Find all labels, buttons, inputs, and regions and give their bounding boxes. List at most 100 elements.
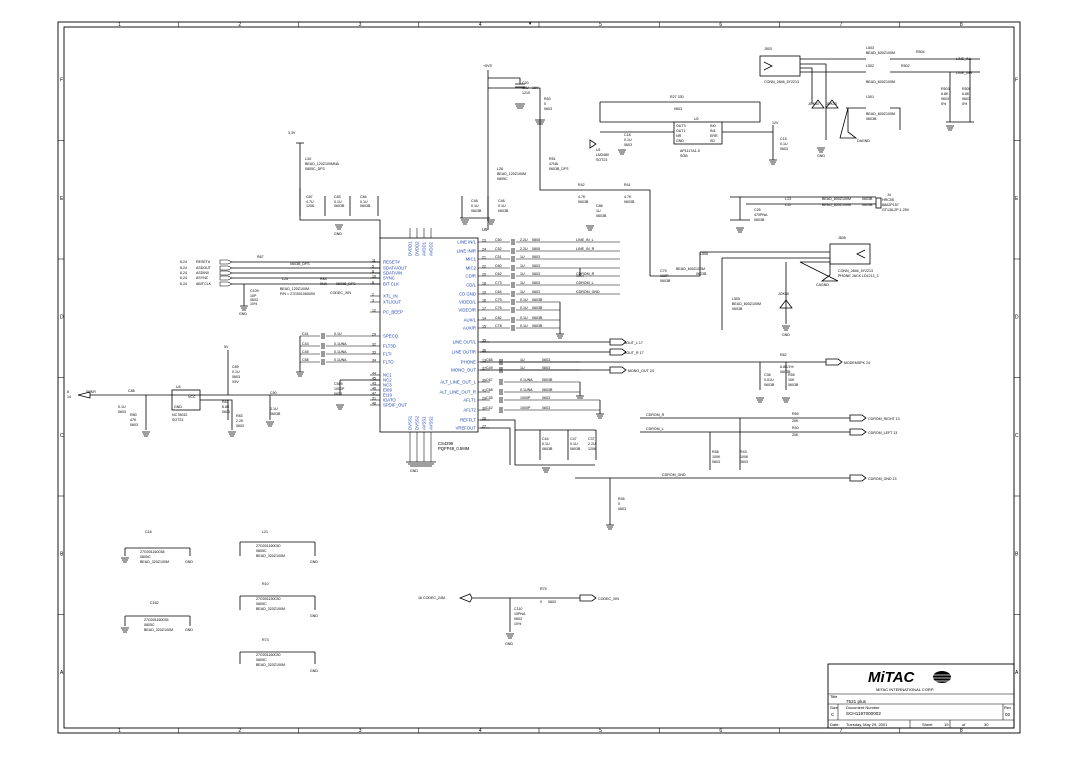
svg-text:6.8K: 6.8K <box>962 92 970 96</box>
of-value: 30 <box>984 722 989 727</box>
svg-text:GND: GND <box>239 312 247 316</box>
svg-text:0.1U: 0.1U <box>360 200 368 204</box>
codec-pin-name: ALT_LINE_OUT_L <box>440 380 476 385</box>
cap-value: 0.1UNA <box>520 378 533 382</box>
cap-value: 0.1U <box>520 324 528 328</box>
codec-pin-number: 21 <box>482 255 486 259</box>
cap-value: 0.1UNA <box>334 350 347 354</box>
codec-pin-number: 17 <box>482 306 486 310</box>
codec-pin-number: 39 <box>482 378 486 382</box>
cap-package: 0603 <box>542 358 550 362</box>
svg-text:0603: 0603 <box>334 392 342 396</box>
codec-power-pin: DVDD1 <box>408 241 413 256</box>
border-row-label: A <box>60 670 64 676</box>
cap-ref: C35 <box>486 396 493 400</box>
svg-text:6: 6 <box>67 390 69 394</box>
svg-text:0603B: 0603B <box>471 209 482 213</box>
ac97-net-name: RESET# <box>196 260 210 264</box>
codec-pin-name: NC3 <box>383 383 392 388</box>
svg-text:C44: C44 <box>542 437 549 441</box>
spkr-port: SPKR <box>86 390 96 394</box>
svg-text:0.1U: 0.1U <box>624 138 632 142</box>
border-col-label: 7 <box>840 22 843 28</box>
svg-text:27G001160038: 27G001160038 <box>140 550 165 554</box>
svg-text:GND: GND <box>310 560 318 564</box>
svg-text:14: 14 <box>67 395 71 399</box>
svg-text:GND: GND <box>174 405 182 409</box>
svg-text:2.2U: 2.2U <box>588 442 596 446</box>
size-value: C <box>831 712 835 717</box>
border-col-label: 8 <box>960 728 963 734</box>
cap-value: 1000P <box>520 406 531 410</box>
svg-text:R67: R67 <box>257 255 264 259</box>
svg-text:CONN_2846_5Y2213: CONN_2846_5Y2213 <box>764 80 799 84</box>
svg-text:R40: R40 <box>792 426 799 430</box>
codec-pin-name: XTL/OUT <box>383 300 402 305</box>
svg-text:0603B: 0603B <box>360 204 371 208</box>
svg-text:4.7K: 4.7K <box>578 195 586 199</box>
svg-text:C89: C89 <box>232 365 239 369</box>
cap-ref: C43 <box>302 342 309 346</box>
cap-value: 0.1UNA <box>334 358 347 362</box>
cap-package: 0603 <box>532 255 540 259</box>
codec-part: CS4299 <box>438 441 454 446</box>
svg-text:+5VS: +5VS <box>483 64 492 68</box>
svg-text:0805C: 0805C <box>144 623 155 627</box>
border-row-label: C <box>1015 433 1019 439</box>
codec-pin-name: AUX/L <box>464 318 477 323</box>
svg-text:U2: U2 <box>694 117 699 121</box>
svg-text:0603: 0603 <box>712 460 720 464</box>
cap-value: 0.1UNA <box>520 388 533 392</box>
svg-text:R505: R505 <box>962 87 971 91</box>
cap-package: 0603 <box>542 406 550 410</box>
codec-pin-number: 8 <box>372 269 374 273</box>
codec-pin-number: 12 <box>372 308 376 312</box>
codec-power-pin: DVDD2 <box>415 241 420 256</box>
svg-text:IN0: IN0 <box>710 124 716 128</box>
codec-pin-name: NC2 <box>383 378 392 383</box>
cap-package: 0603 <box>532 264 540 268</box>
svg-text:0603: 0603 <box>740 460 748 464</box>
svg-text:1000P: 1000P <box>334 387 345 391</box>
svg-text:0.1U: 0.1U <box>471 204 479 208</box>
svg-text:C20: C20 <box>522 81 529 85</box>
codec-pin-number: 13 <box>482 358 486 362</box>
codec-pin-name: EI09 <box>383 388 392 393</box>
title-value: 7521 plus <box>846 699 867 704</box>
svg-text:0603B: 0603B <box>780 370 791 374</box>
svg-text:C84: C84 <box>360 195 367 199</box>
svg-text:R502: R502 <box>901 64 910 68</box>
svg-text:R83: R83 <box>236 414 243 418</box>
cap-package: 0805 <box>532 247 540 251</box>
svg-text:GND: GND <box>817 154 825 158</box>
svg-text:X5V: X5V <box>232 380 239 384</box>
codec-pin-number: 23 <box>482 238 486 242</box>
codec-24m-clock: 16 CODEC_24M CODEC_XIN R75 0 0603 C110 1… <box>418 587 619 646</box>
codec-pin-number: 28 <box>482 416 486 420</box>
svg-text:27G001150030: 27G001150030 <box>256 597 281 601</box>
ac97-net-ref: 6,24 <box>180 266 187 270</box>
svg-text:R42: R42 <box>578 183 585 187</box>
cap-ref: C49 <box>486 366 493 370</box>
svg-text:GND: GND <box>334 232 342 236</box>
svg-text:BEAD_320Z100M: BEAD_320Z100M <box>144 628 173 632</box>
cap-ref: C58 <box>302 358 309 362</box>
svg-text:0603B: 0603B <box>570 447 581 451</box>
svg-text:C110: C110 <box>514 607 522 611</box>
svg-text:C109: C109 <box>250 289 259 293</box>
title-label: Title <box>830 694 838 699</box>
svg-text:0.01U: 0.01U <box>764 378 774 382</box>
border-col-label: 6 <box>719 728 722 734</box>
codec-pin-name: MIC1 <box>466 257 477 262</box>
codec-pin-name: CD/L <box>466 283 476 288</box>
border-row-label: D <box>1015 314 1019 320</box>
svg-text:0603B: 0603B <box>624 200 635 204</box>
svg-text:R51: R51 <box>549 157 556 161</box>
svg-text:0603B: 0603B <box>498 209 509 213</box>
border-col-label: 4 <box>479 22 482 28</box>
svg-text:0805C: 0805C <box>256 602 267 606</box>
cap-ref: C64 <box>495 290 502 294</box>
svg-text:C87: C87 <box>306 195 313 199</box>
docnum-value: SCH1197000002 <box>846 711 881 716</box>
codec-pin-number: 48 <box>372 401 376 405</box>
